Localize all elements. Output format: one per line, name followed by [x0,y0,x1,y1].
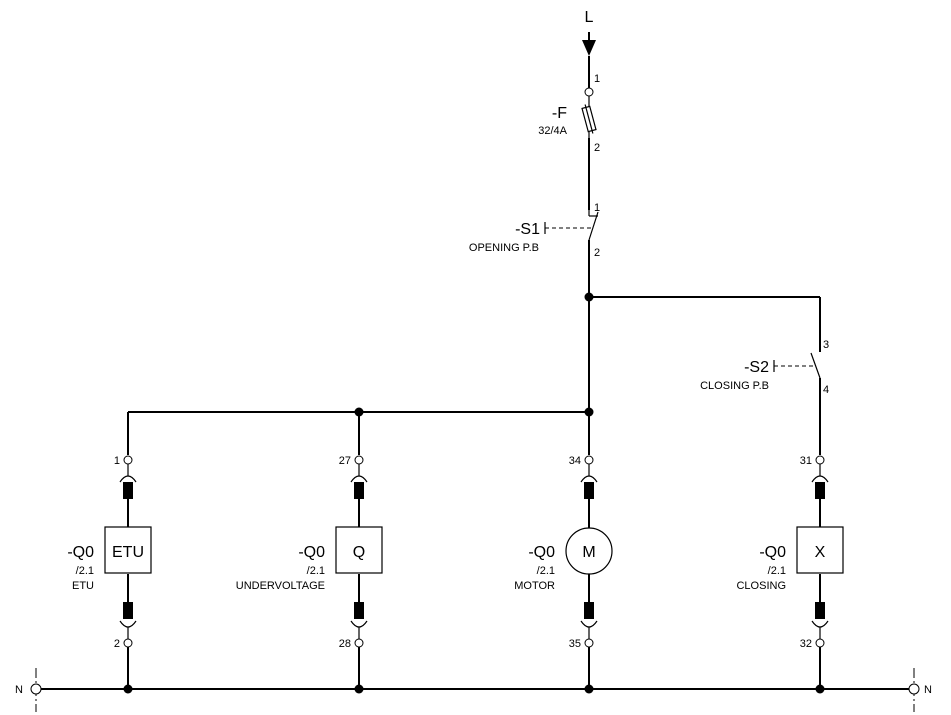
s1-desc: OPENING P.B [469,242,539,254]
branch-socket-bottom [119,620,137,628]
device-desc: MOTOR [514,580,555,592]
device-ref: /2.1 [768,565,786,577]
branch-term-top-label: 34 [569,455,581,467]
device-symbol-text: ETU [112,544,144,561]
neutral-label-left: N [15,684,23,696]
device-tag: -Q0 [67,544,94,561]
branch-terminal-top [354,455,364,465]
device-symbol-text: X [815,544,826,561]
branch-terminal-top [584,455,594,465]
device-symbol-text: Q [353,544,365,561]
device-tag: -Q0 [759,544,786,561]
device-desc: UNDERVOLTAGE [236,580,325,592]
s2-desc: CLOSING P.B [700,380,769,392]
device-ref: /2.1 [537,565,555,577]
branch-socket-bottom [350,620,368,628]
branch-term-top-label: 27 [339,455,351,467]
line-label: L [585,9,594,26]
s1-blade [588,211,599,241]
branch-term-top-label: 31 [800,455,812,467]
fuse-terminal-1 [584,87,594,97]
branch-terminal-top [123,455,133,465]
s2-term-bottom-label: 4 [823,384,829,396]
branch-plug-top [815,482,825,499]
branch-terminal-bottom [354,638,364,648]
branch-plug-bottom [815,602,825,619]
neutral-right-terminal [908,683,920,695]
device-ref: /2.1 [307,565,325,577]
branch-plug-bottom [354,602,364,619]
branch-socket-top [811,475,829,483]
device-tag: -Q0 [528,544,555,561]
branch-term-bottom-label: 35 [569,638,581,650]
s2-tag: -S2 [744,359,769,376]
branch-socket-bottom [811,620,829,628]
fuse-symbol [581,104,597,134]
branch-group: 1ETU-Q0/2.1ETU227Q-Q0/2.1UNDERVOLTAGE283… [67,412,844,694]
branch-plug-bottom [584,602,594,619]
branch-plug-top [123,482,133,499]
fuse-tag: -F [552,105,567,122]
neutral-label-right: N [924,684,932,696]
device-symbol-text: M [582,544,595,561]
s1-term-top-label: 1 [594,202,600,214]
branch-terminal-bottom [123,638,133,648]
device-box [335,526,383,574]
branch-terminal-bottom [584,638,594,648]
device-desc: CLOSING [736,580,786,592]
fuse-rating: 32/4A [538,125,567,137]
branch-term-bottom-label: 32 [800,638,812,650]
s1-term-bottom-label: 2 [594,247,600,259]
device-box [104,526,152,574]
device-ref: /2.1 [76,565,94,577]
branch-socket-top [119,475,137,483]
junction-s2 [584,292,594,302]
fuse-term-bottom-label: 2 [594,142,600,154]
branch-socket-top [350,475,368,483]
neutral-left-terminal [30,683,42,695]
branch-term-bottom-label: 2 [114,638,120,650]
branch-term-bottom-label: 28 [339,638,351,650]
fuse-term-top-label: 1 [594,73,600,85]
branch-socket-top [580,475,598,483]
branch-plug-bottom [123,602,133,619]
supply-arrow [582,40,596,56]
branch-terminal-bottom [815,638,825,648]
branch-plug-top [354,482,364,499]
device-desc: ETU [72,580,94,592]
branch-plug-top [584,482,594,499]
s2-term-top-label: 3 [823,339,829,351]
s2-blade [810,352,821,379]
device-box [796,526,844,574]
branch-term-top-label: 1 [114,455,120,467]
s1-tag: -S1 [515,221,540,238]
device-tag: -Q0 [298,544,325,561]
branch-socket-bottom [580,620,598,628]
branch-terminal-top [815,455,825,465]
